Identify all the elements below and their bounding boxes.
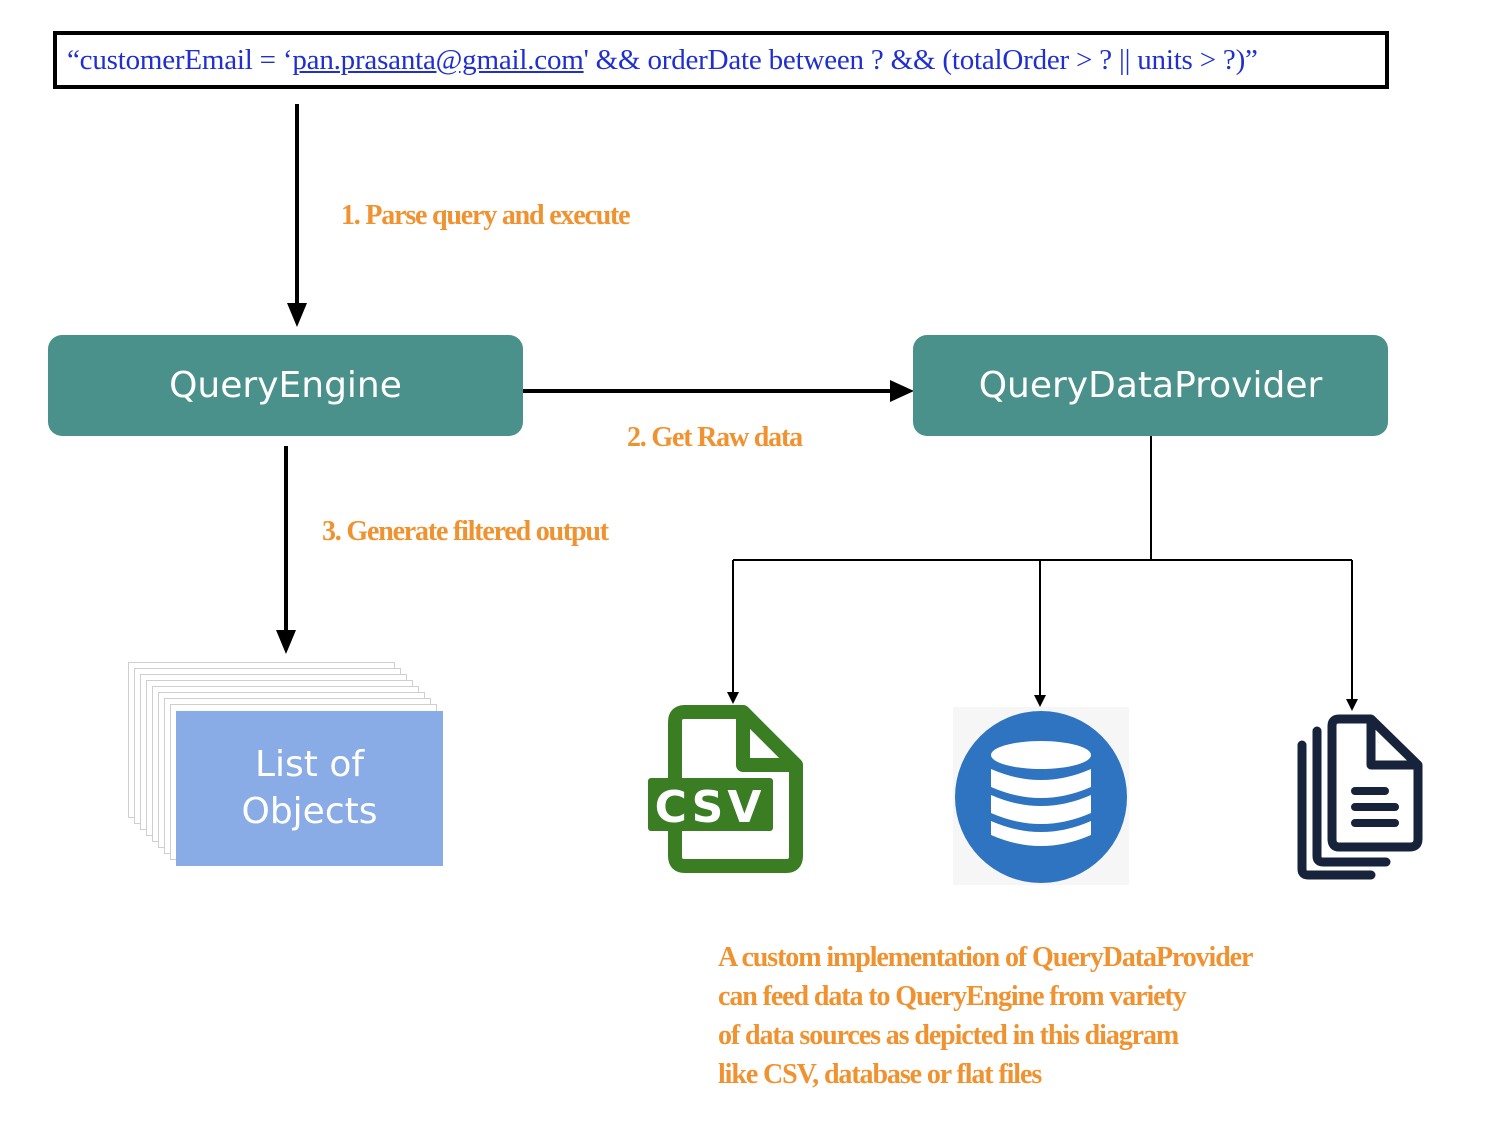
list-of-objects-node: List of Objects [176,711,443,866]
step-raw-label: 2. Get Raw data [627,422,803,453]
arrowhead-provider [890,380,914,402]
query-data-provider-node: QueryDataProvider [913,335,1388,436]
arrowhead-database [1034,695,1046,707]
list-of-objects-label: List of Objects [241,743,378,832]
step-parse-label: 1. Parse query and execute [341,200,631,231]
query-string-box: “customerEmail = ‘pan.prasanta@gmail.com… [53,31,1389,89]
note-line: A custom implementation of QueryDataProv… [718,942,1253,973]
arrowhead-csv [727,692,739,704]
csv-label: CSV [655,782,766,833]
email-link[interactable]: pan.prasanta@gmail.com [292,43,584,76]
arrowhead-list [276,630,296,654]
query-engine-node: QueryEngine [48,335,523,436]
arrowhead-files [1346,699,1358,711]
query-suffix: ' && orderDate between ? && (totalOrder … [583,43,1258,76]
csv-file-icon: CSV [648,705,803,873]
flat-files-icon [1297,714,1423,880]
note-line: can feed data to QueryEngine from variet… [718,981,1187,1012]
note-line: like CSV, database or flat files [718,1059,1042,1090]
database-icon [953,707,1129,885]
note-line: of data sources as depicted in this diag… [718,1020,1179,1051]
arrowhead-engine [287,303,307,327]
query-prefix: “customerEmail = ‘ [67,43,293,76]
step-filter-label: 3. Generate filtered output [322,516,609,547]
provider-note: A custom implementation of QueryDataProv… [718,938,1253,1094]
